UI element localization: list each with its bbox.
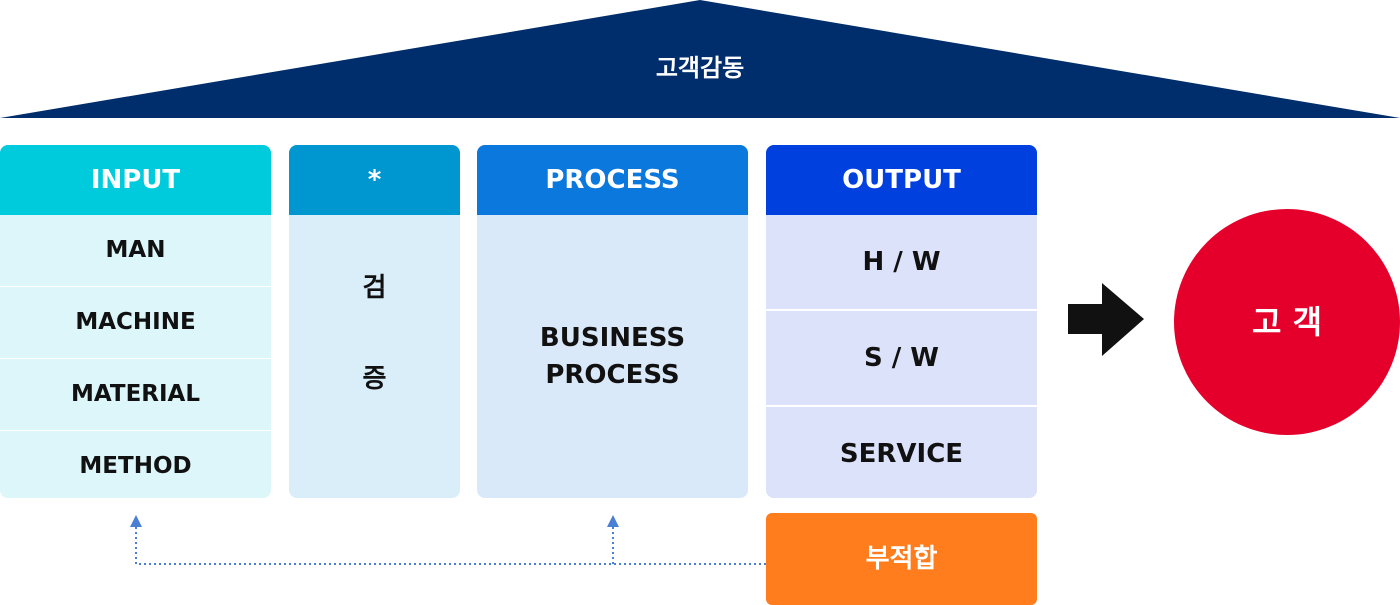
- output-list: H / W S / W SERVICE: [766, 215, 1037, 498]
- input-list: MAN MACHINE MATERIAL METHOD: [0, 215, 271, 498]
- output-item-sw: S / W: [766, 309, 1037, 405]
- input-item-method: METHOD: [0, 430, 271, 498]
- roof-triangle: [0, 0, 1400, 118]
- process-body-line-2: PROCESS: [545, 360, 680, 390]
- feedback-arrowhead-input: [130, 515, 142, 527]
- output-item-hw: H / W: [862, 247, 941, 277]
- input-item-man: MAN: [105, 237, 166, 263]
- output-item-service: SERVICE: [766, 405, 1037, 498]
- input-item-material: MATERIAL: [0, 358, 271, 430]
- output-column: OUTPUT H / W S / W SERVICE: [766, 145, 1037, 498]
- feedback-arrowhead-process: [607, 515, 619, 527]
- verify-header: *: [289, 145, 460, 215]
- customer-circle: 고 객: [1174, 209, 1400, 435]
- feedback-lines: [130, 515, 766, 565]
- verify-column: * 검 증: [289, 145, 460, 498]
- verify-char-1: 검: [362, 273, 387, 303]
- reject-box: 부적합: [766, 513, 1037, 605]
- arrow-right-icon: [1068, 283, 1144, 356]
- input-column: INPUT MAN MACHINE MATERIAL METHOD: [0, 145, 271, 498]
- input-item-machine: MACHINE: [0, 286, 271, 358]
- process-body-line-1: BUSINESS: [539, 323, 686, 353]
- input-header: INPUT: [0, 145, 271, 215]
- output-header: OUTPUT: [766, 145, 1037, 215]
- roof-title: 고객감동: [655, 54, 745, 82]
- process-header: PROCESS: [477, 145, 748, 215]
- process-body: BUSINESS PROCESS: [477, 320, 748, 394]
- process-column: PROCESS BUSINESS PROCESS: [477, 145, 748, 498]
- verify-char-2: 증: [362, 364, 387, 394]
